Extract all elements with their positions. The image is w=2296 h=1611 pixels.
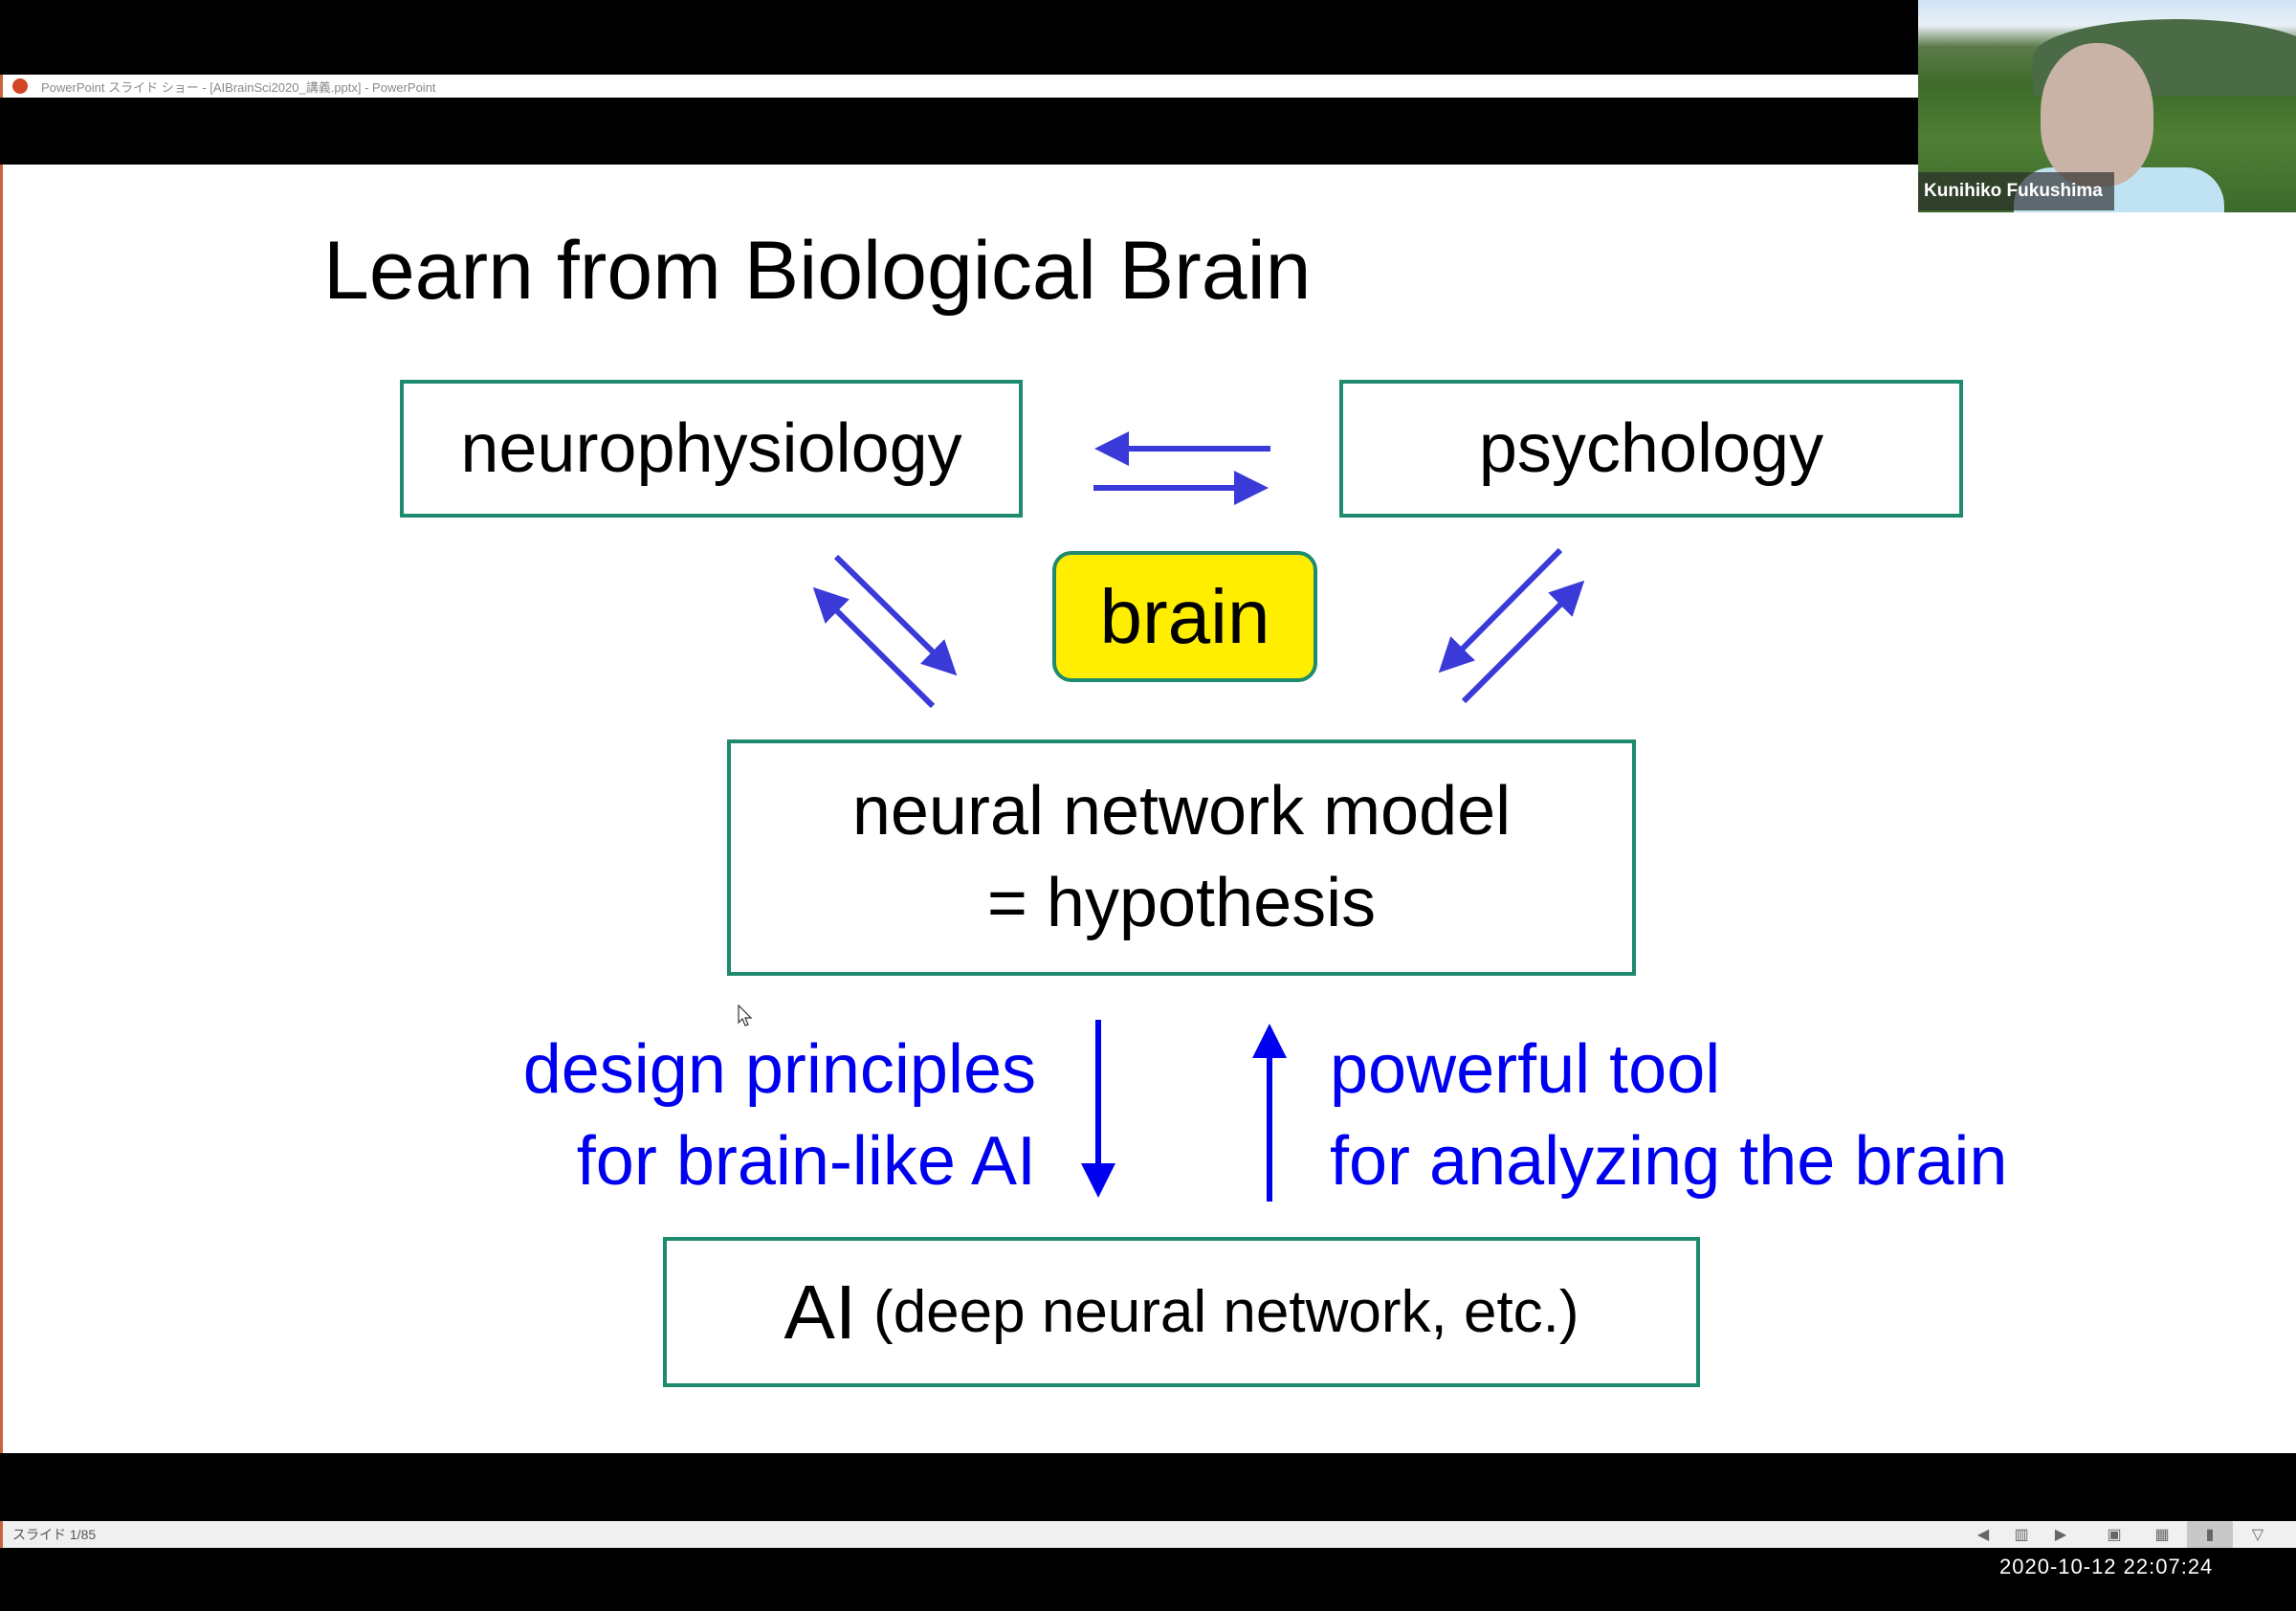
slideshow-icon[interactable]: ▽ [2251,1527,2264,1543]
psychology-label: psychology [1478,410,1824,487]
design-line-2: for brain-like AI [576,1123,1036,1200]
brain-box: brain [1052,551,1317,682]
psychology-box: psychology [1339,380,1963,518]
participant-video[interactable]: Kunihiko Fukushima [1918,0,2296,212]
next-slide-icon[interactable]: ▶ [2054,1527,2067,1543]
slide-sorter-icon[interactable]: ▦ [2154,1527,2170,1543]
model-label-line2: = hypothesis [986,864,1377,941]
window-title: PowerPoint スライド ショー - [AIBrainSci2020_講義… [41,79,436,95]
neurophysiology-label: neurophysiology [460,410,962,487]
powerful-tool-label: powerful tool for analyzing the brain [1330,1024,2007,1207]
brain-label: brain [1099,573,1270,659]
model-label-line1: neural network model [851,773,1512,850]
tool-line-2: for analyzing the brain [1330,1123,2008,1200]
tool-line-1: powerful tool [1330,1031,1721,1108]
participant-name-tag: Kunihiko Fukushima [1918,172,2114,210]
previous-slide-icon[interactable]: ◀ [1976,1527,1990,1543]
normal-view-icon[interactable]: ▣ [2107,1527,2122,1543]
participant-head [2041,43,2153,187]
slide-indicator: スライド 1/85 [12,1527,97,1542]
ai-label: AI [784,1269,857,1355]
window-title-bar: PowerPoint スライド ショー - [AIBrainSci2020_講義… [0,75,1918,98]
reading-view-icon[interactable]: ▮ [2187,1521,2233,1548]
slide-menu-icon[interactable]: ▥ [2014,1527,2029,1543]
design-principles-label: design principles for brain-like AI [523,1024,1036,1207]
status-bar: スライド 1/85 [0,1521,2296,1548]
recording-timestamp: 2020-10-12 22:07:24 [1999,1555,2214,1578]
mouse-cursor-icon [738,1004,753,1026]
design-line-1: design principles [522,1031,1036,1108]
neural-network-model-box: neural network model = hypothesis [727,739,1636,976]
ai-box: AI (deep neural network, etc.) [663,1237,1700,1387]
ai-sublabel: (deep neural network, etc.) [873,1279,1579,1345]
slide-title: Learn from Biological Brain [323,225,1312,317]
powerpoint-app-icon [12,78,28,94]
neurophysiology-box: neurophysiology [400,380,1023,518]
